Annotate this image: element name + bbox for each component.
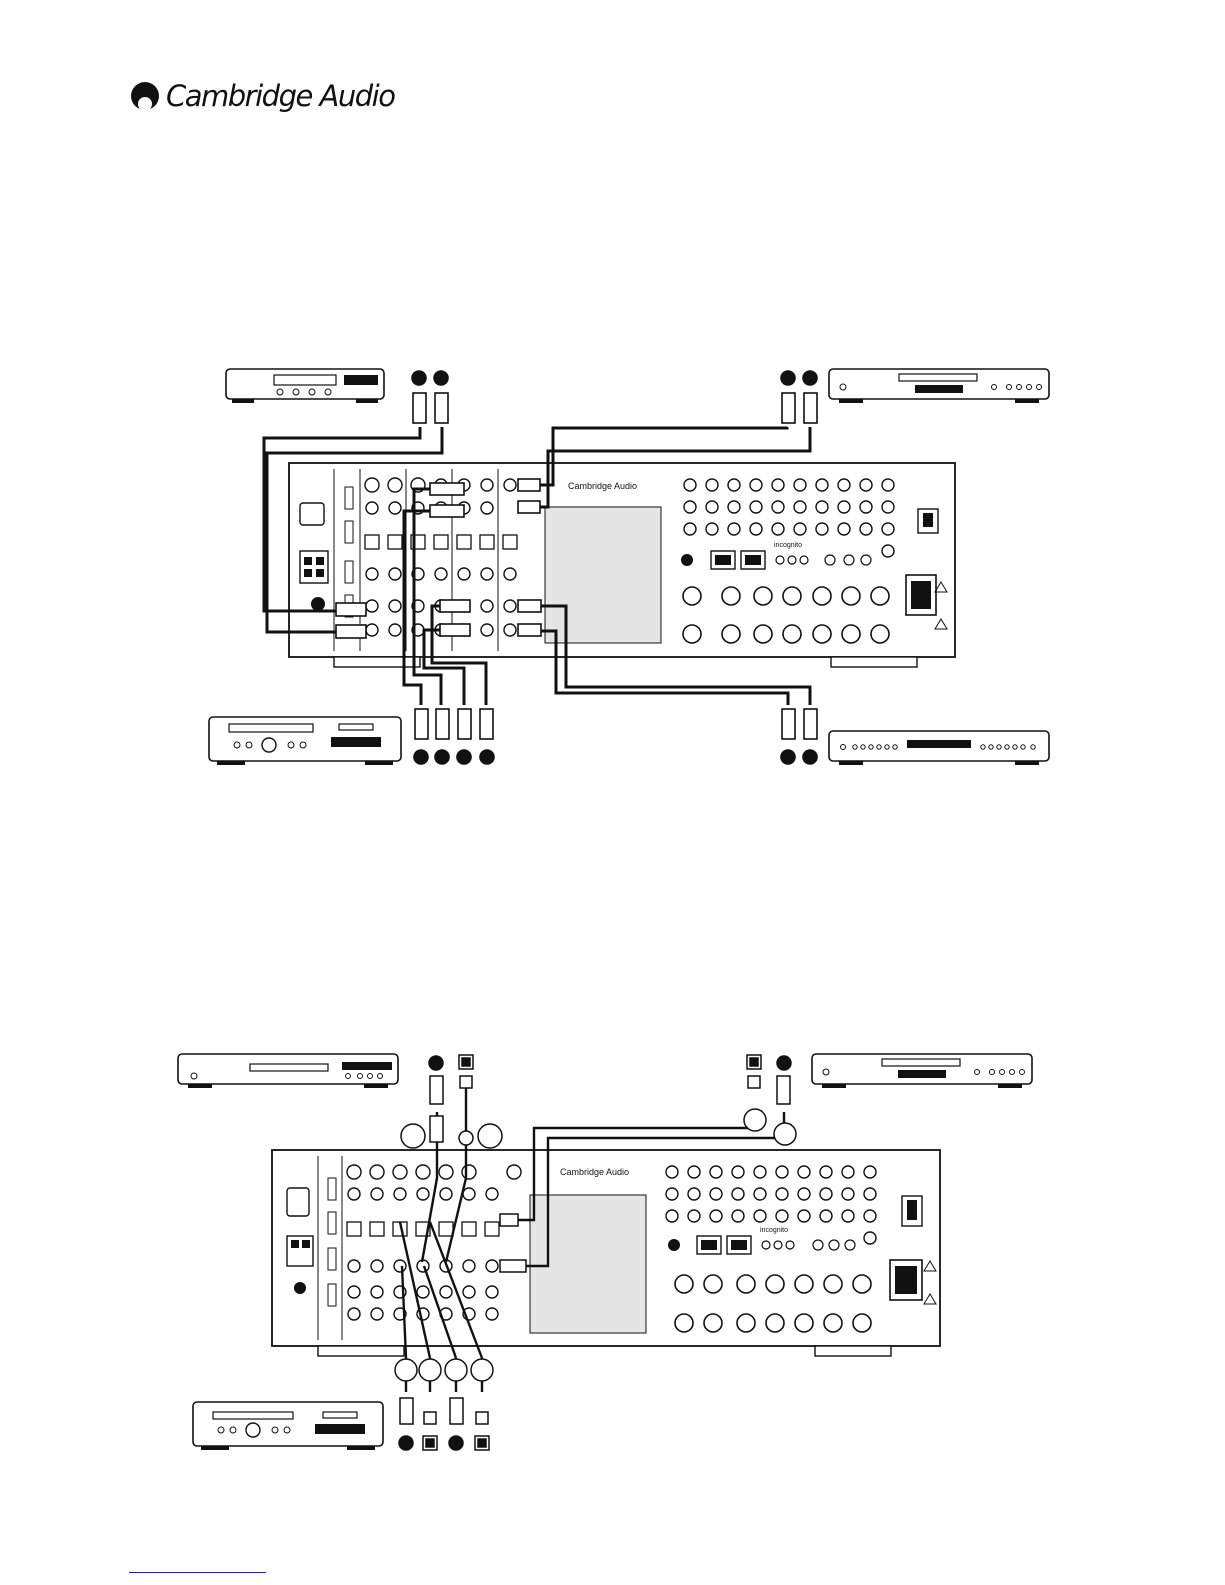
- receiver-rear-panel: Cambridge Audio incognito: [272, 1150, 940, 1356]
- source-device-bottom-left: [193, 1402, 383, 1450]
- fm-antenna-icon: [294, 1282, 306, 1294]
- cambridge-audio-logo-icon: [130, 81, 160, 111]
- source-device-top-left: [226, 369, 384, 403]
- speaker-terminal-icon: [300, 551, 328, 583]
- ir-input-jack-icon: [668, 1239, 680, 1251]
- ir-input-jack-icon: [681, 554, 693, 566]
- receiver-rear-panel: Cambridge Audio incognito: [289, 463, 955, 667]
- network-brand-label: incognito: [760, 1227, 788, 1234]
- analogue-audio-connection-diagram: Cambridge Audio incognito: [0, 355, 1225, 775]
- source-device-bottom-left: [209, 717, 401, 765]
- brand-logo: Cambridge Audio: [130, 76, 394, 116]
- ventilation-grille: [545, 507, 661, 643]
- rs232-port-icon: [300, 503, 324, 525]
- digital-audio-connection-diagram: Cambridge Audio incognito: [0, 1040, 1225, 1460]
- rs232-port-icon: [287, 1188, 309, 1216]
- source-device-bottom-right: [829, 731, 1049, 765]
- footer-link-underline[interactable]: [129, 1572, 266, 1573]
- network-brand-label: incognito: [774, 542, 802, 549]
- source-device-top-right: [812, 1054, 1032, 1088]
- optical-jack-row: [365, 535, 517, 549]
- receiver-brand-label: Cambridge Audio: [560, 1167, 629, 1177]
- optical-jack-row: [347, 1222, 499, 1236]
- receiver-brand-label: Cambridge Audio: [568, 481, 637, 491]
- source-device-top-left: [178, 1054, 398, 1088]
- source-device-top-right: [829, 369, 1049, 403]
- fm-antenna-icon: [311, 597, 325, 611]
- brand-name: Cambridge Audio: [166, 79, 394, 113]
